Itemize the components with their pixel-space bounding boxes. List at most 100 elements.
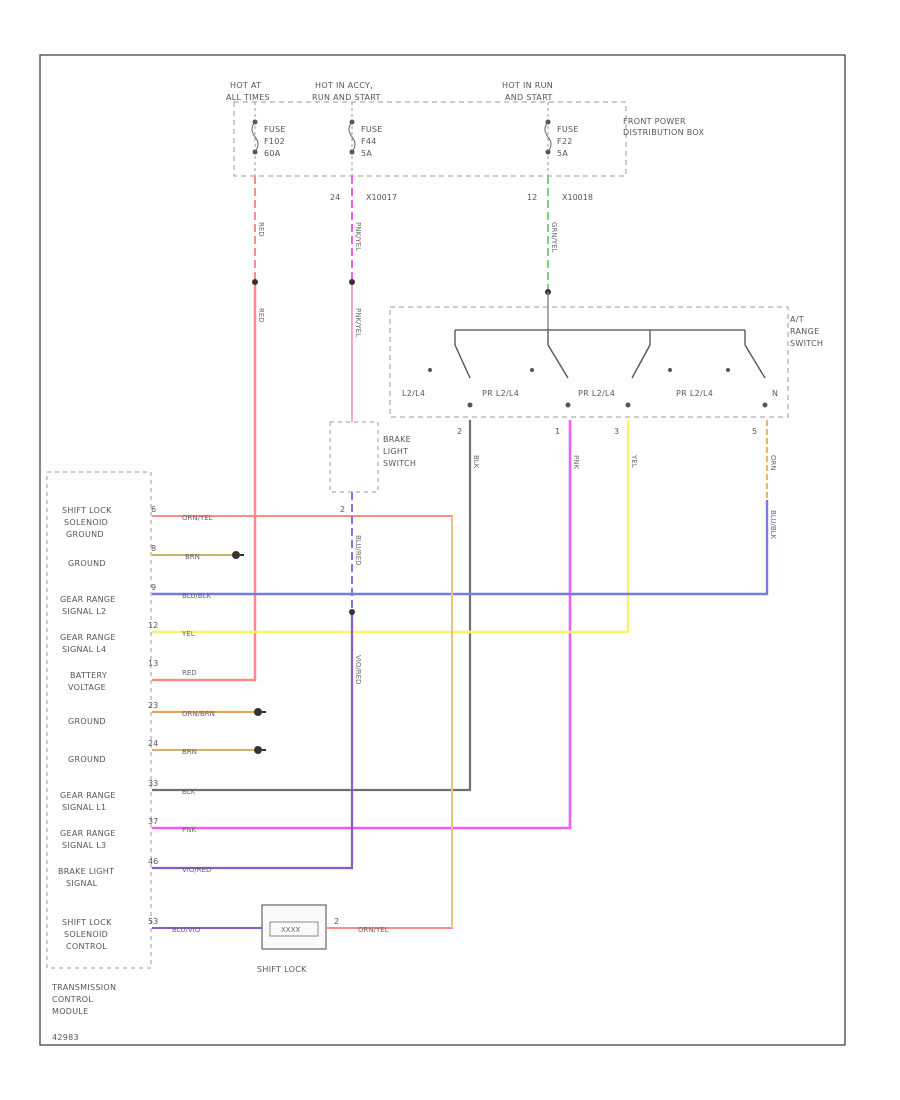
svg-text:GROUND: GROUND — [66, 530, 104, 539]
brake-switch-pin: 2 — [340, 505, 345, 514]
wire-blk-l1 — [152, 420, 472, 792]
hot-in-acc-label: HOT IN ACCY, — [315, 81, 373, 90]
svg-text:SWITCH: SWITCH — [383, 459, 416, 468]
svg-text:VIO/RED: VIO/RED — [182, 866, 211, 874]
svg-text:CONTROL: CONTROL — [52, 995, 93, 1004]
svg-text:SWITCH: SWITCH — [790, 339, 823, 348]
pdb-label: FRONT POWER — [623, 117, 686, 126]
svg-text:BRN: BRN — [182, 748, 197, 756]
wire-label: PNK — [572, 455, 580, 469]
wire-label: RED — [257, 222, 265, 237]
svg-text:BATTERY: BATTERY — [70, 671, 107, 680]
hot-at-all-times-label: HOT AT — [230, 81, 261, 90]
svg-text:BLK: BLK — [182, 788, 196, 796]
svg-text:SOLENOID: SOLENOID — [64, 930, 108, 939]
svg-text:SOLENOID: SOLENOID — [64, 518, 108, 527]
ground-symbol — [254, 746, 266, 754]
svg-text:SIGNAL L4: SIGNAL L4 — [62, 645, 106, 654]
tcm-pin-gear-range-l3: GEAR RANGE SIGNAL L3 37 PNK — [60, 817, 196, 850]
svg-text:ORN/YEL: ORN/YEL — [182, 514, 213, 522]
wire-label: GRN/YEL — [550, 222, 558, 253]
svg-text:23: 23 — [148, 701, 158, 710]
svg-text:GEAR RANGE: GEAR RANGE — [60, 791, 116, 800]
wire-label: VIO/RED — [354, 655, 362, 684]
wire-label: PNK/YEL — [354, 222, 362, 251]
ground-symbol — [254, 708, 266, 716]
fuse-f44 — [348, 119, 356, 155]
tcm-pin-shift-lock-ground: SHIFT LOCK SOLENOID GROUND 6 ORN/YEL — [62, 505, 213, 539]
wire-label: ORN — [769, 455, 777, 471]
wire-label: BLU/BLK — [769, 510, 777, 540]
tcm-pin-battery-voltage: BATTERY VOLTAGE 13 RED — [68, 659, 197, 692]
svg-text:GEAR RANGE: GEAR RANGE — [60, 595, 116, 604]
wire-label: BLU/RED — [354, 535, 362, 566]
svg-text:BLU/VIO: BLU/VIO — [172, 926, 201, 934]
ground-symbol — [232, 551, 244, 559]
svg-text:5A: 5A — [557, 149, 568, 158]
conn-pin-12: 12 — [527, 193, 537, 202]
fuse-2-label: FUSE — [361, 125, 383, 134]
range-switch-box — [389, 306, 789, 418]
svg-text:MODULE: MODULE — [52, 1007, 89, 1016]
svg-text:GROUND: GROUND — [68, 717, 106, 726]
svg-text:RUN AND START: RUN AND START — [312, 93, 381, 102]
range-position: PR L2/L4 — [578, 389, 615, 398]
svg-text:YEL: YEL — [181, 630, 195, 638]
connector-dot — [349, 279, 355, 285]
svg-text:AND START: AND START — [505, 93, 553, 102]
svg-text:60A: 60A — [264, 149, 281, 158]
svg-text:F102: F102 — [264, 137, 285, 146]
fuse-3-label: FUSE — [557, 125, 579, 134]
tcm-pin-ground-8: GROUND 8 BRN — [68, 544, 200, 568]
svg-text:F44: F44 — [361, 137, 377, 146]
wire-label: YEL — [630, 454, 638, 468]
svg-text:33: 33 — [148, 779, 158, 788]
range-position: PR L2/L4 — [482, 389, 519, 398]
tcm-pin-ground-23: GROUND 23 ORN/BRN — [68, 701, 215, 726]
svg-text:GROUND: GROUND — [68, 559, 106, 568]
svg-text:13: 13 — [148, 659, 158, 668]
svg-text:GEAR RANGE: GEAR RANGE — [60, 633, 116, 642]
range-pin: 5 — [752, 427, 757, 436]
svg-text:12: 12 — [148, 621, 158, 630]
fuse-f102 — [251, 119, 259, 155]
wire-vio-red — [152, 615, 354, 870]
connector-dot — [349, 609, 355, 615]
svg-text:BRAKE LIGHT: BRAKE LIGHT — [58, 867, 114, 876]
svg-text:37: 37 — [148, 817, 158, 826]
svg-text:SHIFT LOCK: SHIFT LOCK — [62, 918, 112, 927]
conn-x10017: X10017 — [366, 193, 397, 202]
range-pin: 1 — [555, 427, 560, 436]
svg-text:53: 53 — [148, 917, 158, 926]
svg-text:9: 9 — [151, 583, 156, 592]
svg-text:5A: 5A — [361, 149, 372, 158]
diagram-frame — [39, 54, 846, 1046]
svg-text:SHIFT LOCK: SHIFT LOCK — [62, 506, 112, 515]
brake-switch-box — [329, 421, 379, 493]
svg-text:SIGNAL: SIGNAL — [66, 879, 98, 888]
svg-text:DISTRIBUTION BOX: DISTRIBUTION BOX — [623, 128, 704, 137]
svg-text:ORN/BRN: ORN/BRN — [182, 710, 215, 718]
svg-text:8: 8 — [151, 544, 156, 553]
range-pin: 2 — [457, 427, 462, 436]
diagram-code: 42983 — [52, 1033, 79, 1042]
svg-text:6: 6 — [151, 505, 156, 514]
tcm-box — [46, 471, 152, 969]
tcm-pin-brake-light-signal: BRAKE LIGHT SIGNAL 46 VIO/RED — [58, 857, 211, 888]
fuse-f22 — [544, 119, 552, 155]
wire-pnk-l3 — [152, 420, 572, 830]
brake-switch-label: BRAKE — [383, 435, 411, 444]
wire-label: ORN/YEL — [358, 926, 389, 934]
svg-text:F22: F22 — [557, 137, 573, 146]
svg-text:ALL TIMES: ALL TIMES — [226, 93, 270, 102]
wire-red — [152, 285, 257, 682]
fuse-1-label: FUSE — [264, 125, 286, 134]
shift-lock-pin: 2 — [334, 917, 339, 926]
shift-lock-label: SHIFT LOCK — [257, 965, 307, 974]
tcm-label: TRANSMISSION — [51, 983, 116, 992]
svg-text:SIGNAL L2: SIGNAL L2 — [62, 607, 106, 616]
svg-text:RANGE: RANGE — [790, 327, 819, 336]
svg-text:24: 24 — [148, 739, 158, 748]
wire-label: BLK — [472, 455, 480, 469]
